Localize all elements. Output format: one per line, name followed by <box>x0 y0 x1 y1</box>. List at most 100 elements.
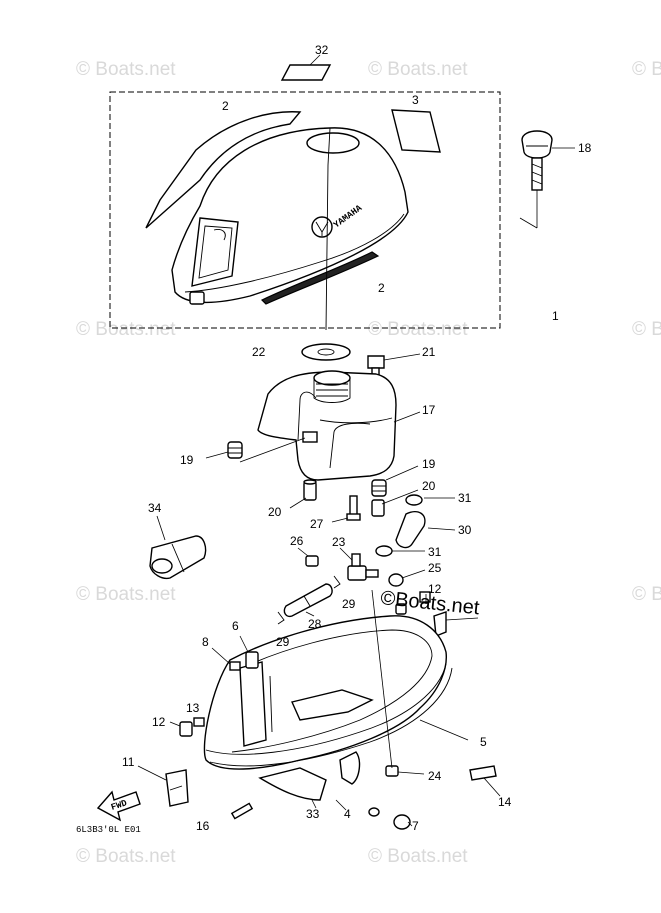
part-20-collar-right <box>371 499 385 517</box>
callout-19: 19 <box>180 453 194 467</box>
tank-filler-neck <box>313 370 351 386</box>
part-13-bolt-left <box>193 717 205 727</box>
watermark-text: © Boats.net <box>632 59 661 80</box>
drawing-code: 6L3B3'0L E01 <box>76 825 141 835</box>
callout-33: 33 <box>306 807 320 821</box>
callout-29: 29 <box>342 597 356 611</box>
forward-arrow-icon: FWD <box>96 790 141 822</box>
part-top-cowling: YAMAHA <box>171 127 409 331</box>
grommet-hole <box>317 348 335 356</box>
leader <box>407 821 413 827</box>
callout-13: 13 <box>186 701 200 715</box>
leader <box>137 765 167 781</box>
callout-6: 6 <box>232 619 239 633</box>
callout-28: 28 <box>308 617 322 631</box>
part-8-screw <box>229 661 241 671</box>
watermark-text: © Boats.net <box>632 319 661 340</box>
leader <box>289 497 307 509</box>
callout-11: 11 <box>122 755 135 769</box>
leader <box>339 547 353 561</box>
callout-4: 4 <box>344 807 351 821</box>
part-13-bolt <box>395 603 407 615</box>
leader <box>297 547 309 557</box>
part-27-bolt <box>346 495 361 521</box>
part-19-grommet-right <box>371 479 387 497</box>
watermark-text: © Boats.net <box>368 319 468 340</box>
part-14-bracket-upper <box>433 611 447 637</box>
leader <box>156 515 166 541</box>
callout-31: 31 <box>428 545 442 559</box>
leader <box>331 517 349 523</box>
part-26-nut <box>305 555 319 567</box>
cowling-window <box>191 217 239 287</box>
callout-32: 32 <box>315 43 329 57</box>
part-7-grommet <box>368 807 411 830</box>
leader <box>419 719 469 741</box>
leader <box>309 54 321 66</box>
watermark-text: © Boats.net <box>76 584 176 605</box>
leader <box>205 451 229 459</box>
watermark-text: © Boats.net <box>368 846 468 867</box>
part-3-label <box>391 109 441 153</box>
callout-25: 25 <box>428 561 442 575</box>
assembly-group-box <box>109 91 501 329</box>
watermark-text: © Boats.net <box>76 319 176 340</box>
callout-24: 24 <box>428 769 442 783</box>
part-12-clip-right <box>419 591 431 603</box>
part-34-fuel-connector <box>149 535 207 580</box>
part-23-fuel-joint <box>347 553 379 581</box>
leader <box>483 777 501 797</box>
callout-2: 2 <box>222 99 229 113</box>
part-30-fuel-hose <box>395 510 426 549</box>
part-22-grommet <box>301 343 351 361</box>
part-6-bracket <box>245 651 259 669</box>
leader <box>385 465 419 481</box>
watermark-text: © Boats.net <box>368 59 468 80</box>
watermark-text: © Boats.net <box>76 59 176 80</box>
part-29-clip <box>333 575 341 589</box>
callout-27: 27 <box>310 517 324 531</box>
part-11-lever <box>165 769 189 807</box>
callout-31: 31 <box>458 491 472 505</box>
callout-12: 12 <box>428 582 442 596</box>
callout-30: 30 <box>458 523 472 537</box>
part-25-collar <box>388 573 404 587</box>
leader <box>427 527 456 531</box>
part-31-clip-bottom <box>375 545 393 557</box>
leader <box>305 611 315 617</box>
callout-23: 23 <box>332 535 346 549</box>
part-14-plate-lower <box>469 765 497 781</box>
callout-5: 5 <box>480 735 487 749</box>
fwd-label: FWD <box>110 798 129 813</box>
leader <box>393 411 421 423</box>
part-18-vent-screw <box>519 130 553 229</box>
watermark-text: © Boats.net <box>632 584 661 605</box>
callout-2: 2 <box>378 281 385 295</box>
part-28-hose <box>283 583 333 618</box>
callout-17: 17 <box>422 403 436 417</box>
part-16-pin <box>230 802 254 820</box>
part-29-clip <box>277 611 285 625</box>
watermark-layer: © Boats.net © Boats.net © Boats.net © Bo… <box>76 59 661 867</box>
callout-29: 29 <box>276 635 290 649</box>
part-12-clip-left <box>179 721 193 737</box>
callout-20: 20 <box>422 479 436 493</box>
leader <box>401 569 426 579</box>
leader <box>397 771 425 775</box>
callout-19: 19 <box>422 457 436 471</box>
part-19-grommet-left <box>227 441 243 459</box>
leader <box>445 617 479 621</box>
callout-18: 18 <box>578 141 592 155</box>
callout-8: 8 <box>202 635 209 649</box>
part-2-decal-stripe <box>260 251 380 305</box>
callout-21: 21 <box>422 345 436 359</box>
leader <box>381 489 419 505</box>
part-5-bottom-cowling <box>203 615 453 801</box>
callout-20: 20 <box>268 505 282 519</box>
callout-3: 3 <box>412 93 419 107</box>
cowling-top-opening <box>306 132 360 154</box>
callout-1: 1 <box>552 309 559 323</box>
callout-34: 34 <box>148 501 162 515</box>
leader <box>311 799 317 809</box>
